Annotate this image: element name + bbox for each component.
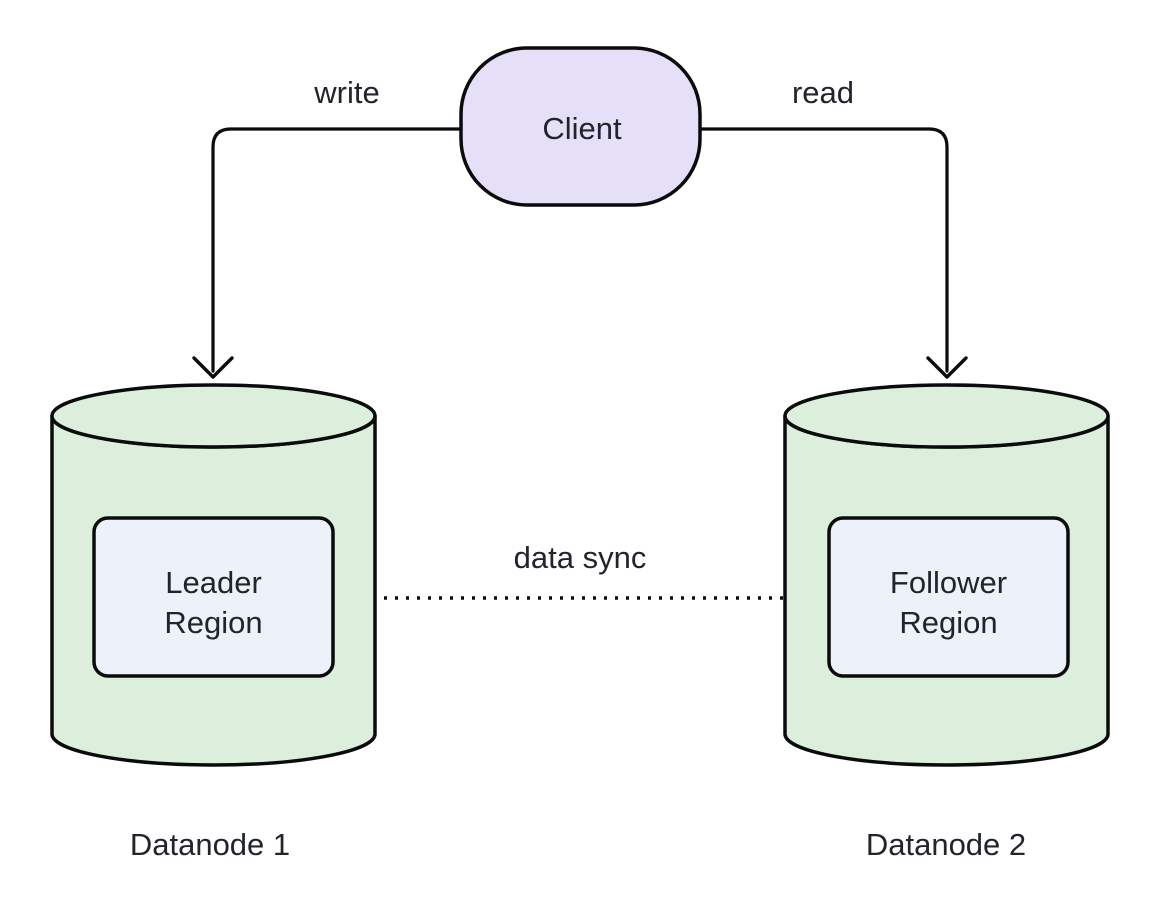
write-edge <box>211 127 463 373</box>
datanode1-caption: Datanode 1 <box>130 827 290 862</box>
sync-edge-label: data sync <box>514 540 647 575</box>
datanode2-caption: Datanode 2 <box>866 827 1026 862</box>
write-edge-label: write <box>313 75 379 110</box>
datanode1-cylinder: Leader Region <box>50 383 377 767</box>
write-arrowhead-icon <box>192 356 234 379</box>
leader-region-label-line2: Region <box>164 605 262 640</box>
read-arrowhead-icon <box>926 356 968 379</box>
follower-region-label-line1: Follower <box>890 565 1007 600</box>
follower-region-box <box>827 516 1070 678</box>
datanode1-cylinder-top <box>50 383 377 449</box>
leader-region-box <box>92 516 335 678</box>
client-node: Client <box>459 46 702 207</box>
datanode2-cylinder-top <box>783 383 1110 449</box>
client-node-shape <box>459 46 702 207</box>
read-edge-label: read <box>792 75 854 110</box>
follower-region-label-line2: Region <box>899 605 997 640</box>
leader-region-label-line1: Leader <box>165 565 262 600</box>
client-label: Client <box>542 111 622 146</box>
read-edge <box>698 127 949 373</box>
datanode2-cylinder: Follower Region <box>783 383 1110 767</box>
